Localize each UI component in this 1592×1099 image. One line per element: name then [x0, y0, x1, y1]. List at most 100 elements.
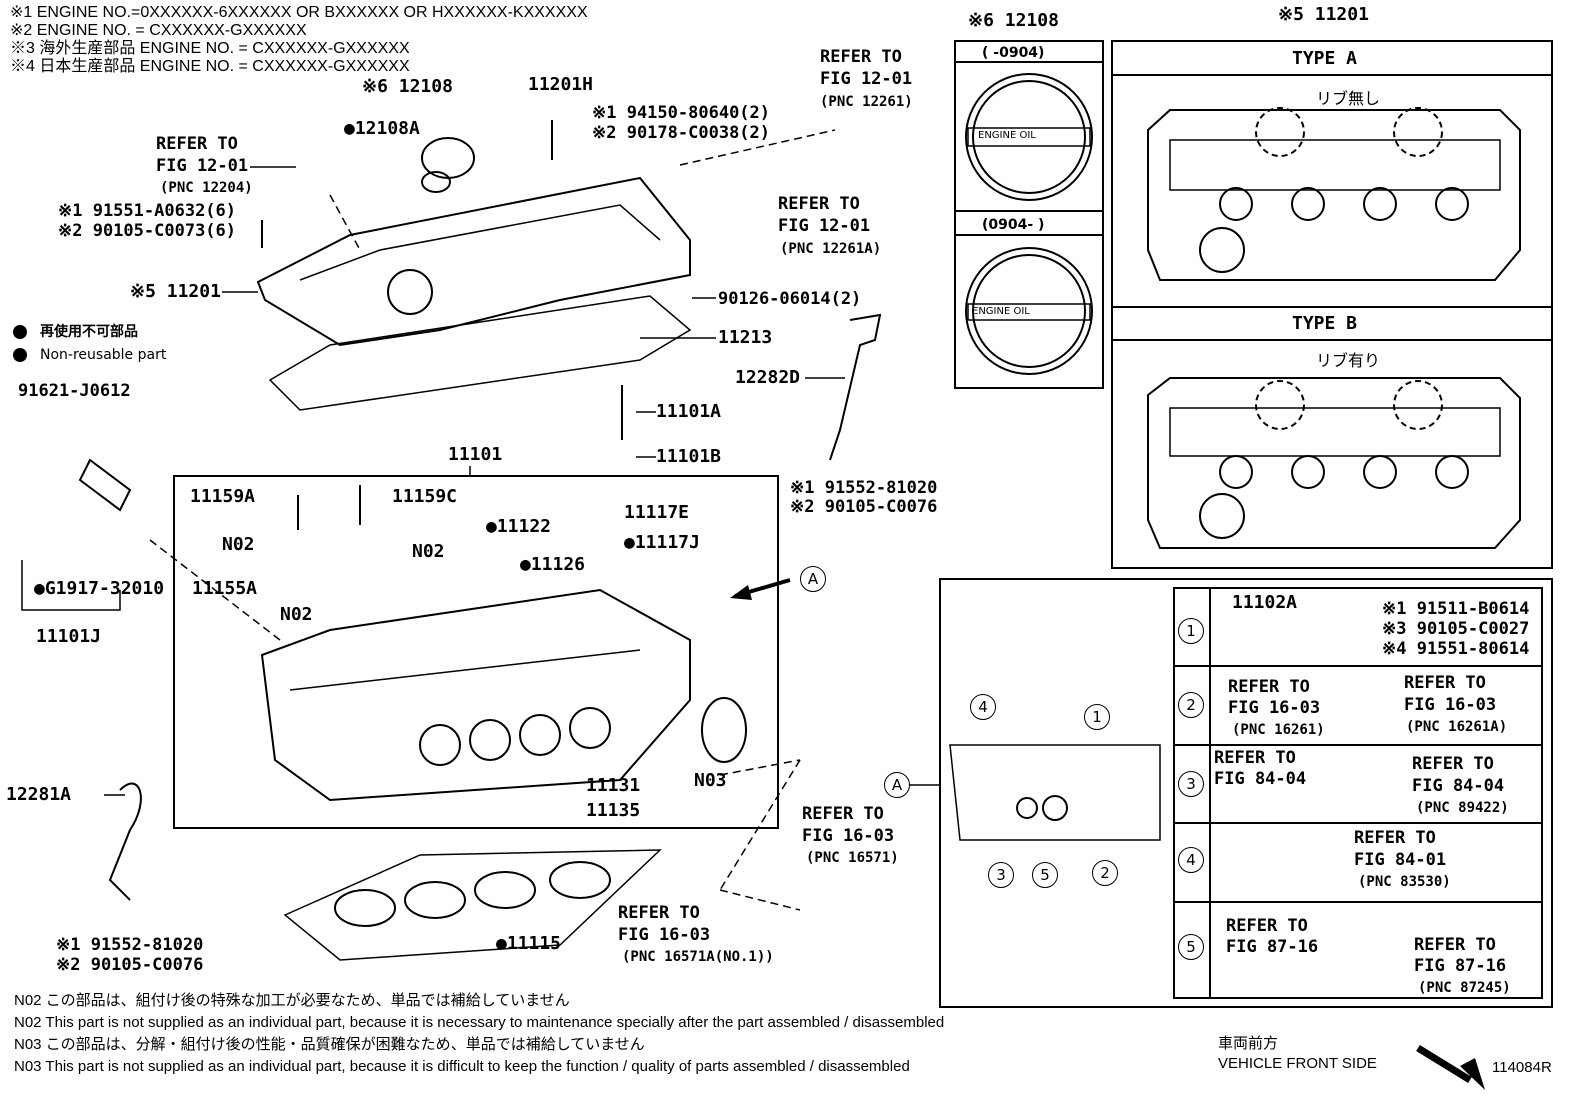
detail-row4-r1: REFER TO: [1354, 828, 1436, 848]
detail-row5-l1: REFER TO: [1226, 916, 1308, 936]
label-11126: ●11126: [520, 554, 586, 575]
label-94150: ※1 94150-80640(2): [592, 103, 771, 123]
row-number-3: 3: [1178, 771, 1204, 797]
detail-11102a: 11102A: [1232, 592, 1298, 613]
callout-1: 1: [1084, 704, 1110, 730]
label-91621: 91621-J0612: [18, 381, 131, 401]
type-b-label: TYPE B: [1292, 313, 1358, 334]
label-12108: ※6 12108: [362, 76, 453, 97]
ref-16571-l1: REFER TO: [802, 804, 884, 824]
detail-row3-l1: REFER TO: [1214, 748, 1296, 768]
ref-12204-l2: FIG 12-01: [156, 156, 249, 176]
label-11201h: 11201H: [528, 74, 594, 95]
footer-note-n03-ja: N03 この部品は、分解・組付け後の性能・品質確保が困難なため、単品では補給して…: [14, 1036, 645, 1053]
ref-16571-l3: (PNC 16571): [806, 850, 899, 866]
label-n02-b: N02: [412, 541, 445, 562]
label-11159a: 11159A: [190, 486, 256, 507]
label-11213: 11213: [718, 327, 773, 348]
oil-cap-variants-box: [954, 40, 1104, 389]
marker-a-view: A: [800, 566, 826, 592]
cap-box-title: ※6 12108: [968, 10, 1059, 31]
ref-12261a-l2: FIG 12-01: [778, 216, 871, 236]
ref-12261-l3: (PNC 12261): [820, 94, 913, 110]
figure-code: 114084R: [1492, 1059, 1552, 1076]
type-b-note: リブ有り: [1316, 351, 1381, 370]
detail-row5-r1: REFER TO: [1414, 935, 1496, 955]
label-12282d: 12282D: [735, 367, 801, 388]
label-90126: 90126-06014(2): [718, 289, 862, 309]
detail-row3-r1: REFER TO: [1412, 754, 1494, 774]
footer-note-n03-en: N03 This part is not supplied as an indi…: [14, 1058, 910, 1075]
label-11201: ※5 11201: [130, 281, 221, 302]
row-number-2: 2: [1178, 692, 1204, 718]
label-11115: ●11115: [496, 933, 562, 954]
ref-12261-l1: REFER TO: [820, 47, 902, 67]
engine-note-1: ※1 ENGINE NO.=0XXXXXX-6XXXXXX OR BXXXXXX…: [10, 4, 588, 21]
legend-ja: 再使用不可部品: [40, 324, 138, 340]
cap-box-range-2: (0904- ): [982, 217, 1045, 233]
detail-row4-r2: FIG 84-01: [1354, 850, 1447, 870]
callout-5: 5: [1032, 862, 1058, 888]
label-90178: ※2 90178-C0038(2): [592, 123, 771, 143]
row-number-1: 1: [1178, 618, 1204, 644]
callout-3: 3: [988, 862, 1014, 888]
detail-row2-r2: FIG 16-03: [1404, 695, 1497, 715]
label-91552-lower: ※1 91552-81020: [56, 935, 204, 955]
detail-row5-r3: (PNC 87245): [1418, 980, 1511, 996]
callout-4: 4: [970, 694, 996, 720]
detail-row2-r3: (PNC 16261A): [1406, 719, 1508, 735]
label-11135: 11135: [586, 800, 641, 821]
engine-note-4: ※4 日本生産部品 ENGINE NO. = CXXXXXX-GXXXXXX: [10, 58, 410, 75]
label-n03: N03: [694, 770, 727, 791]
detail-row2-l3: (PNC 16261): [1232, 722, 1325, 738]
ref-12261a-l3: (PNC 12261A): [780, 241, 882, 257]
label-12108a: ●12108A: [344, 118, 420, 139]
type-a-label: TYPE A: [1292, 48, 1358, 69]
detail-row3-r3: (PNC 89422): [1416, 800, 1509, 816]
label-12281a: 12281A: [6, 784, 72, 805]
detail-row2-l2: FIG 16-03: [1228, 698, 1321, 718]
label-11155a: 11155A: [192, 578, 258, 599]
label-11101a: 11101A: [656, 401, 722, 422]
label-11101: 11101: [448, 444, 503, 465]
vehicle-front-ja: 車両前方: [1218, 1035, 1279, 1052]
label-11101j: 11101J: [36, 626, 102, 647]
cover-type-box: [1111, 40, 1553, 569]
detail-row5-r2: FIG 87-16: [1414, 956, 1507, 976]
row-number-5: 5: [1178, 934, 1204, 960]
detail-row2-r1: REFER TO: [1404, 673, 1486, 693]
label-11131: 11131: [586, 775, 641, 796]
type-a-note: リブ無し: [1316, 89, 1381, 108]
detail-row3-l2: FIG 84-04: [1214, 769, 1307, 789]
engine-note-2: ※2 ENGINE NO. = CXXXXXX-GXXXXXX: [10, 22, 307, 39]
ref-12261-l2: FIG 12-01: [820, 69, 913, 89]
marker-a-detail: A: [884, 772, 910, 798]
label-90105-c0073: ※2 90105-C0073(6): [58, 221, 237, 241]
ref-12204-l3: (PNC 12204): [160, 180, 253, 196]
label-11101b: 11101B: [656, 446, 722, 467]
detail-row2-l1: REFER TO: [1228, 677, 1310, 697]
cylinder-head-box: [173, 475, 779, 829]
label-90105-c0076-lower: ※2 90105-C0076: [56, 955, 204, 975]
label-91551: ※1 91551-A0632(6): [58, 201, 237, 221]
cap-box-range-1: ( -0904): [982, 45, 1045, 61]
label-11117j: ●11117J: [624, 532, 700, 553]
label-n02-a: N02: [222, 534, 255, 555]
cap-label-2: ENGINE OIL: [972, 306, 1030, 317]
detail-row4-r3: (PNC 83530): [1358, 874, 1451, 890]
label-11122: ●11122: [486, 516, 552, 537]
cap-label-1: ENGINE OIL: [978, 130, 1036, 141]
type-box-title: ※5 11201: [1278, 4, 1369, 25]
callout-2: 2: [1092, 860, 1118, 886]
label-n02-c: N02: [280, 604, 313, 625]
label-90105-c0076-upper: ※2 90105-C0076: [790, 497, 938, 517]
detail-row3-r2: FIG 84-04: [1412, 776, 1505, 796]
engine-note-3: ※3 海外生産部品 ENGINE NO. = CXXXXXX-GXXXXXX: [10, 40, 410, 57]
ref-16571a-l3: (PNC 16571A(NO.1)): [622, 949, 774, 965]
ref-16571a-l1: REFER TO: [618, 903, 700, 923]
legend-en: Non-reusable part: [40, 347, 167, 363]
detail-90105-c0027: ※3 90105-C0027: [1382, 619, 1530, 639]
detail-row5-l2: FIG 87-16: [1226, 937, 1319, 957]
label-11159c: 11159C: [392, 486, 458, 507]
